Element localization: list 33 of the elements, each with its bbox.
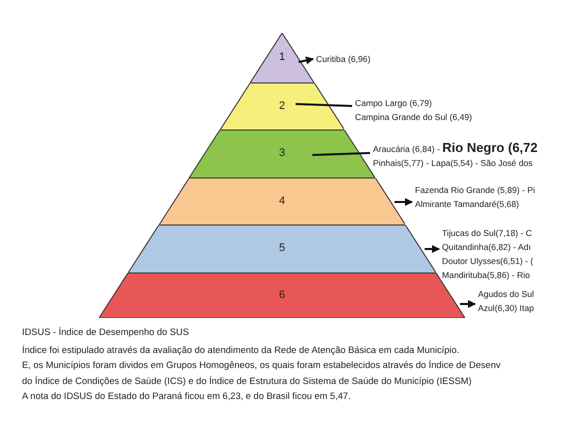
municipality-text: Fazenda Rio Grande (5,89) - Pi bbox=[415, 184, 535, 197]
municipality-text: Quitandinha(6,82) - Adı bbox=[442, 241, 532, 254]
pyramid-level bbox=[158, 178, 406, 225]
level-number: 6 bbox=[279, 288, 286, 300]
municipality-text: Mandirituba(5,86) - Rio bbox=[442, 269, 531, 282]
pyramid-level bbox=[220, 83, 344, 130]
connector-line bbox=[296, 103, 352, 107]
note-text: E, os Municípios foram dividos em Grupos Homogêneos, os quais foram estabelecidos através do Índice de Desenv bbox=[22, 360, 501, 370]
municipality-text: Campo Largo (6,79) bbox=[355, 97, 433, 110]
municipality-text: Araucária (6,84) - Rio Negro (6,72 bbox=[373, 141, 538, 156]
municipality-text: Agudos do Sul bbox=[478, 288, 534, 301]
note-text: IDSUS - Índice de Desempenho do SUS bbox=[22, 327, 189, 337]
arrow bbox=[394, 198, 413, 206]
municipality-text: Pinhais(5,77) - Lapa(5,54) - São José dos bbox=[373, 157, 534, 170]
municipality-text: Tijucas do Sul(7,18) - C bbox=[442, 227, 533, 240]
pyramid-level bbox=[128, 225, 436, 273]
level-number: 4 bbox=[278, 194, 286, 206]
level-number: 3 bbox=[278, 147, 286, 159]
arrow bbox=[298, 56, 314, 64]
note-text: do Índice de Condições de Saúde (ICS) e do Índice de Estrutura do Sistema de Saúde do Município (IESSM) bbox=[22, 376, 472, 386]
municipality-text: Curitiba (6,96) bbox=[316, 53, 370, 66]
arrow bbox=[424, 245, 440, 253]
municipality-text: Doutor Ulysses(6,51) - ( bbox=[442, 255, 534, 268]
note-text: Índice foi estipulado através da avaliação do atendimento da Rede de Atenção Básica em cada Município. bbox=[22, 344, 460, 354]
municipality-text: Almirante Tamandaré(5,68) bbox=[415, 198, 520, 211]
level-number: 1 bbox=[278, 51, 286, 63]
level-number: 5 bbox=[278, 242, 286, 254]
municipality-text: Campina Grande do Sul (6,49) bbox=[355, 111, 472, 124]
pyramid-level bbox=[250, 33, 314, 83]
note-text: A nota do IDSUS do Estado do Paraná ficou em 6,23, e do Brasil ficou em 5,47. bbox=[22, 391, 351, 401]
level-number: 2 bbox=[278, 100, 286, 112]
arrow bbox=[460, 300, 476, 308]
municipality-text: Azul(6,30) Itap bbox=[478, 302, 534, 315]
